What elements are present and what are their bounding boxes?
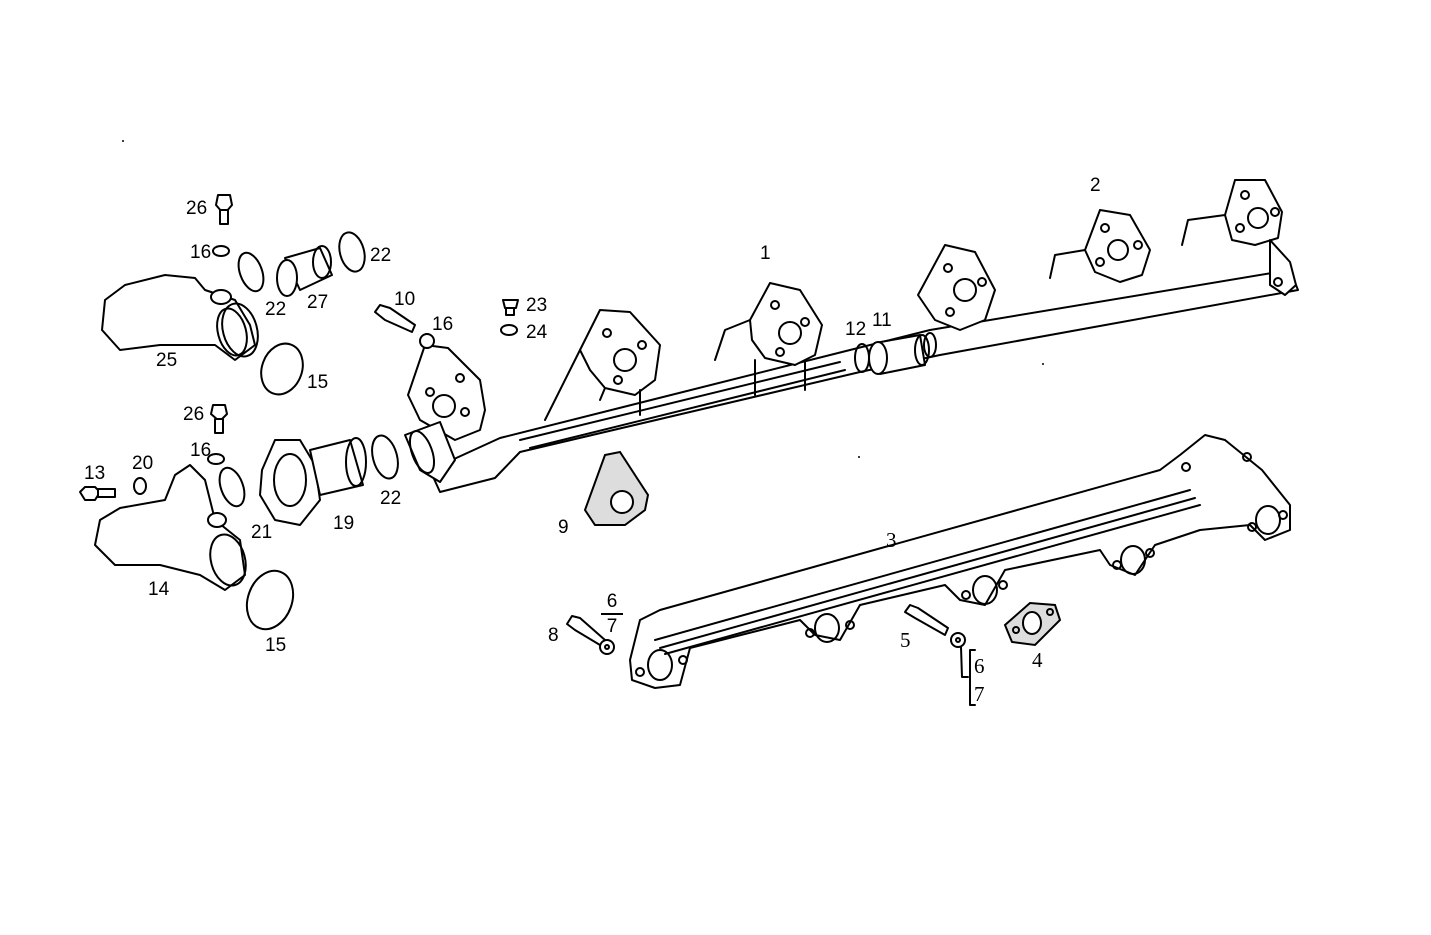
bolt-part-10 [374,304,435,349]
fraction-bar [601,613,623,615]
part-label-5: 5 [900,628,911,652]
bracket-label-bottom-6-7-right: 7 [974,682,985,706]
part-label-8: 8 [548,625,559,646]
fraction-bottom: 7 [606,616,618,637]
gasket-part-4 [1003,601,1062,647]
part-label-24: 24 [526,322,548,343]
part-label-16b: 16 [432,314,454,335]
part-label-16c: 16 [190,440,212,461]
part-label-3: 3 [886,528,897,552]
part-label-16a: 16 [190,242,212,263]
part-label-25: 25 [156,350,178,371]
part-label-15a: 15 [307,372,329,393]
part-label-19: 19 [333,513,355,534]
fraction-top: 6 [606,591,618,612]
part-label-22b: 22 [265,299,287,320]
elbow-part-25-group [101,194,366,396]
sleeve-11-ring-12 [854,332,937,375]
exhaust-manifold-part-3 [629,434,1291,689]
bolt-part-5 [904,604,976,706]
part-label-26b: 26 [183,404,205,425]
part-label-23: 23 [526,295,548,316]
part-label-11: 11 [872,310,892,331]
part-label-10: 10 [394,289,416,310]
part-label-12: 12 [845,319,867,340]
bolt-part-8 [566,615,615,655]
plug-23-seal-24 [500,299,519,336]
part-label-27: 27 [307,292,329,313]
part-label-22a: 22 [370,245,392,266]
part-label-15b: 15 [265,635,287,656]
part-label-1: 1 [760,243,771,264]
part-label-14: 14 [148,579,170,600]
part-label-22c: 22 [380,488,402,509]
part-label-2: 2 [1090,175,1101,196]
part-label-20: 20 [132,453,154,474]
bracket-label-top-6-7-right: 6 [974,654,985,678]
part-label-21: 21 [251,522,273,543]
part-label-4: 4 [1032,648,1043,672]
gasket-part-9 [583,450,650,526]
part-label-13: 13 [84,463,106,484]
part-label-26a: 26 [186,198,208,219]
elbow-part-14-group [79,404,399,631]
part-label-9: 9 [558,517,569,538]
